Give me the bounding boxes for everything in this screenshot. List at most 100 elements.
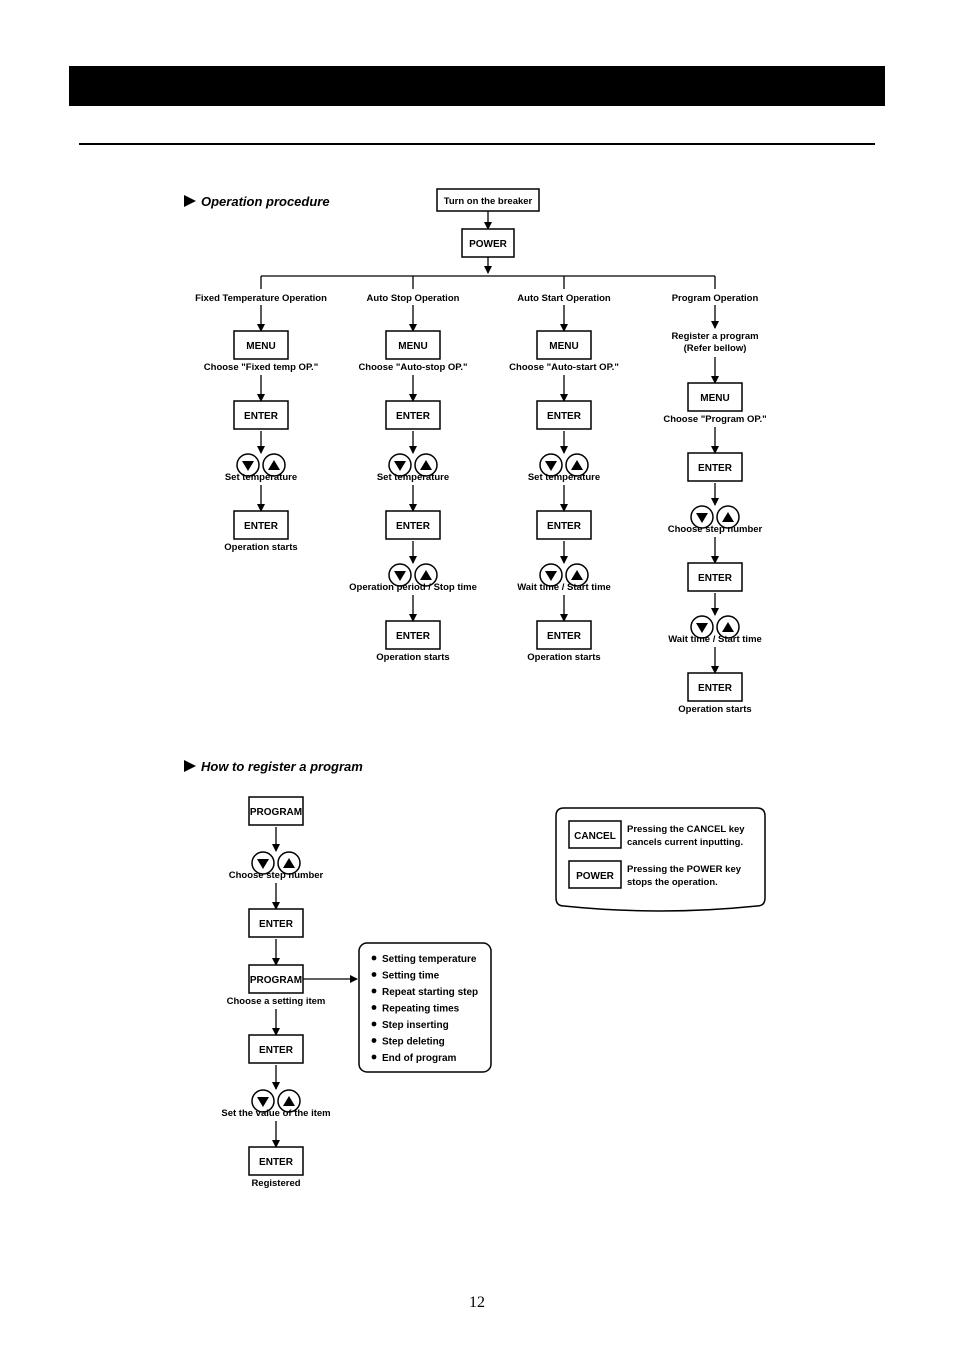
key-label-enter: ENTER [396, 411, 431, 422]
operation-procedure-heading: Operation procedure [184, 194, 330, 209]
key-label-enter: ENTER [547, 411, 582, 422]
key-label-menu: MENU [398, 341, 427, 352]
key-box-enter [687, 562, 743, 592]
column-title: Program Operation [672, 293, 759, 304]
key-label-power: POWER [469, 239, 508, 250]
step-caption: Choose "Program OP." [663, 414, 766, 425]
key-box-enter [233, 400, 289, 430]
step-caption: Operation period / Stop time [349, 582, 477, 593]
bullet-dot-icon [371, 955, 377, 961]
key-box-enter [385, 620, 441, 650]
note-text: cancels current inputting. [627, 837, 743, 848]
note-key-box [568, 820, 622, 849]
setting-item: Repeating times [382, 1004, 460, 1015]
setting-item: End of program [382, 1053, 457, 1064]
note-text: Pressing the POWER key [627, 864, 742, 875]
down-triangle-icon [696, 623, 708, 633]
register-caption: Set the value of the item [221, 1108, 330, 1119]
key-label-enter: ENTER [547, 521, 582, 532]
setting-item: Step deleting [382, 1037, 445, 1048]
bullet-dot-icon [371, 988, 377, 994]
program-note: (Refer bellow) [684, 343, 747, 354]
key-label-menu: MENU [700, 393, 729, 404]
up-triangle-icon [571, 570, 583, 580]
bullet-dot-icon [371, 1054, 377, 1060]
column-title: Auto Start Operation [517, 293, 611, 304]
key-label-enter: ENTER [396, 521, 431, 532]
setting-item: Setting time [382, 971, 440, 982]
register-program-label: How to register a program [201, 759, 363, 774]
key-box-enter [536, 400, 592, 430]
step-caption: Choose "Auto-start OP." [509, 362, 619, 373]
step-caption: Wait time / Start time [517, 582, 611, 593]
setting-item: Repeat starting step [382, 987, 478, 998]
up-triangle-icon [283, 1096, 295, 1106]
key-label-enter: ENTER [259, 919, 294, 930]
key-label-enter: ENTER [698, 463, 733, 474]
setting-items-box [358, 942, 492, 1073]
register-caption: Choose a setting item [227, 996, 326, 1007]
step-caption: Wait time / Start time [668, 634, 762, 645]
down-triangle-icon [696, 513, 708, 523]
down-triangle-icon [394, 461, 406, 471]
key-label-enter: ENTER [396, 631, 431, 642]
key-box-enter [248, 1146, 304, 1176]
program-note: Register a program [671, 331, 758, 342]
operation-procedure-label: Operation procedure [201, 194, 330, 209]
down-triangle-icon [394, 571, 406, 581]
note-text: stops the operation. [627, 877, 718, 888]
step-caption: Operation starts [678, 704, 751, 715]
key-box-enter [536, 510, 592, 540]
step-caption: Operation starts [527, 652, 600, 663]
key-label-enter: ENTER [244, 411, 279, 422]
up-triangle-icon [571, 460, 583, 470]
note-key-box [568, 860, 622, 889]
key-box-enter [536, 620, 592, 650]
key-label-enter: ENTER [244, 521, 279, 532]
key-box-menu [687, 382, 743, 412]
setting-item: Step inserting [382, 1020, 449, 1031]
key-box-enter [233, 510, 289, 540]
register-program-heading: How to register a program [184, 759, 363, 774]
column-title: Auto Stop Operation [367, 293, 460, 304]
down-triangle-icon [545, 571, 557, 581]
step-caption: Set temperature [528, 472, 600, 483]
key-label-enter: ENTER [698, 683, 733, 694]
step-caption: Choose step number [668, 524, 763, 535]
key-box-menu [536, 330, 592, 360]
key-label-program: PROGRAM [250, 975, 302, 986]
page-number: 12 [469, 1294, 485, 1311]
breaker-label: Turn on the breaker [444, 196, 533, 207]
note-key-label: POWER [576, 871, 615, 882]
key-box-enter [385, 510, 441, 540]
down-triangle-icon [257, 1097, 269, 1107]
key-label-enter: ENTER [547, 631, 582, 642]
key-box-enter [687, 672, 743, 702]
up-triangle-icon [420, 460, 432, 470]
column-title: Fixed Temperature Operation [195, 293, 327, 304]
down-triangle-icon [257, 859, 269, 869]
step-caption: Choose "Fixed temp OP." [204, 362, 318, 373]
bullet-dot-icon [371, 1021, 377, 1027]
bullet-dot-icon [371, 972, 377, 977]
key-box-enter [385, 400, 441, 430]
note-key-label: CANCEL [574, 831, 616, 842]
key-label-enter: ENTER [259, 1157, 294, 1168]
up-triangle-icon [420, 570, 432, 580]
up-triangle-icon [268, 460, 280, 470]
up-triangle-icon [722, 512, 734, 522]
header-bar [69, 66, 885, 106]
key-label-enter: ENTER [259, 1045, 294, 1056]
triangle-bullet-icon [184, 195, 196, 207]
key-box-enter [248, 908, 304, 938]
step-caption: Operation starts [224, 542, 297, 553]
key-box-menu [385, 330, 441, 360]
key-label-program: PROGRAM [250, 807, 302, 818]
up-triangle-icon [283, 858, 295, 868]
key-box-program [248, 796, 304, 826]
key-box-menu [233, 330, 289, 360]
key-label-menu: MENU [246, 341, 275, 352]
bullet-dot-icon [371, 1005, 377, 1010]
